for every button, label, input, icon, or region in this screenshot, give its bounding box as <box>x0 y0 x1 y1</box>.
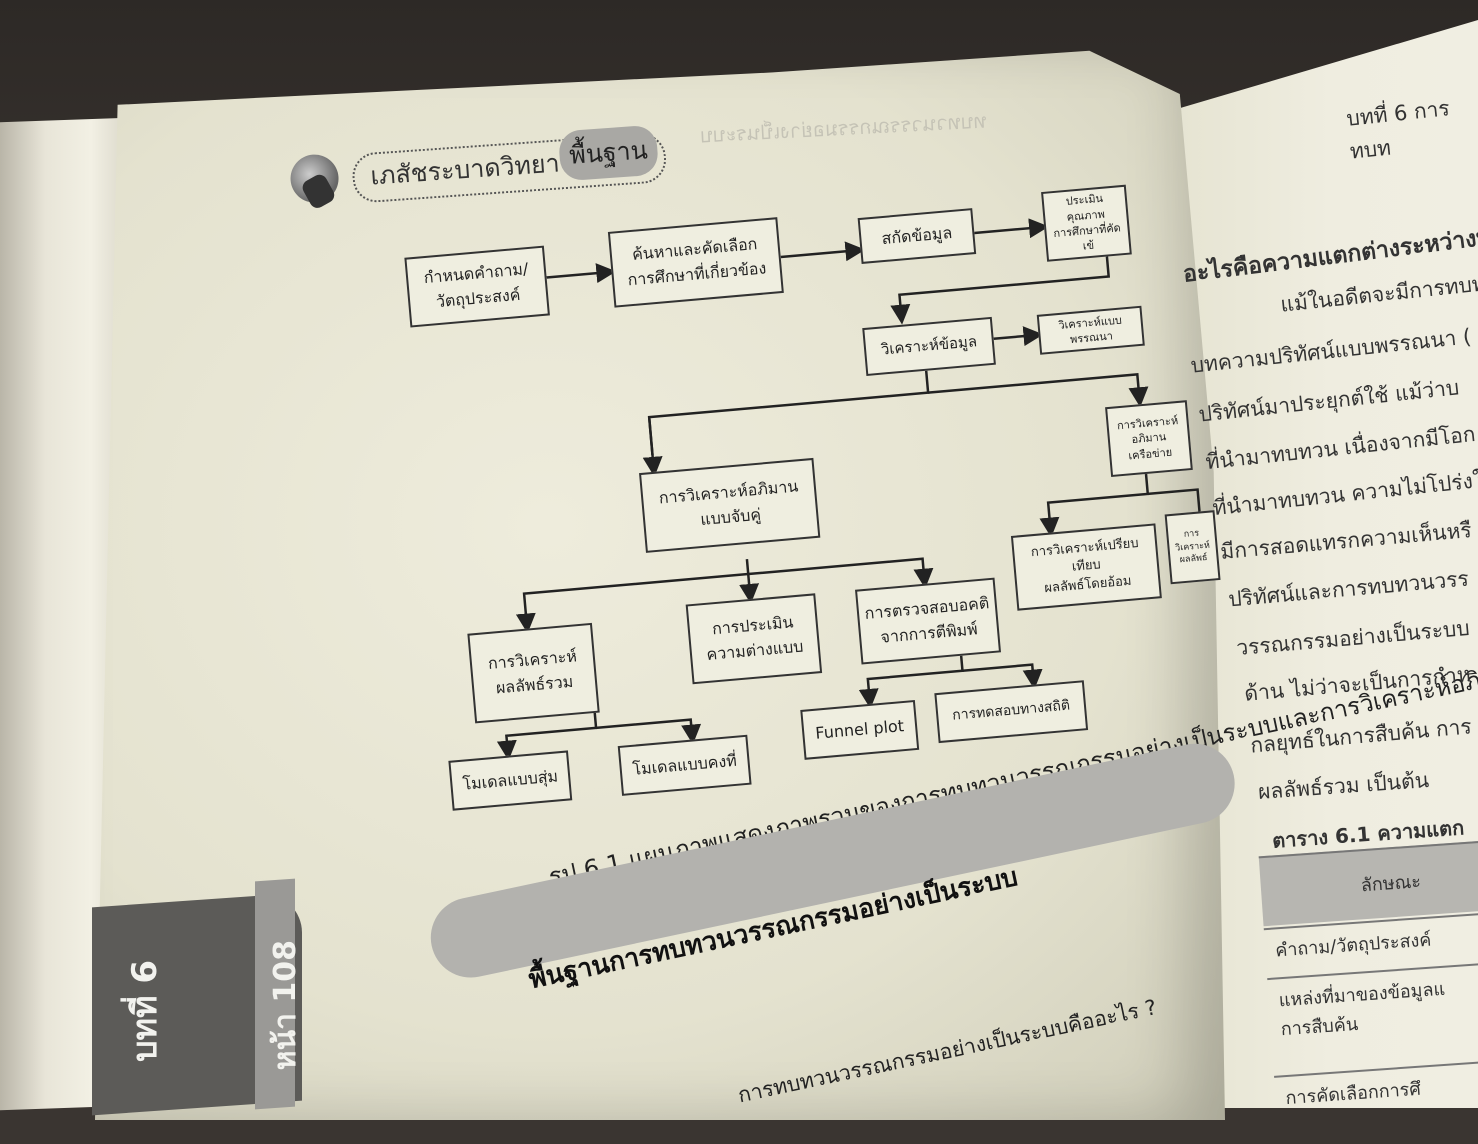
box-random-model: โมเดลแบบสุ่ม <box>448 750 573 811</box>
flowchart-connectors <box>496 218 1201 761</box>
table-header-cell: ลักษณะ <box>1258 838 1478 927</box>
box-indirect-comparison: การวิเคราะห์เปรียบเทียบผลลัพธ์โดยอ้อม <box>1010 523 1162 611</box>
brand-tag: พื้นฐาน <box>557 124 660 182</box>
box-network-meta: การวิเคราะห์อภิมานเครือข่าย <box>1105 400 1193 478</box>
box-mixed-comparison: การวิเคราะห์ผลลัพธ์ <box>1164 510 1221 585</box>
table-cell: แหล่งที่มาของข้อมูลแการสืบค้น <box>1267 959 1478 1074</box>
box-quality-assessment: ประเมินคุณภาพการศึกษาที่คัดเข้ <box>1041 184 1132 262</box>
box-define-question: กำหนดคำถาม/วัตถุประสงค์ <box>404 245 550 328</box>
running-head: บทที่ 6 การทบท <box>1345 96 1451 164</box>
box-publication-bias: การตรวจสอบอคติจากการตีพิมพ์ <box>855 577 1002 665</box>
box-pairwise-meta: การวิเคราะห์อภิมานแบบจับคู่ <box>639 457 821 553</box>
flowchart-figure: กำหนดคำถาม/วัตถุประสงค์ ค้นหาและคัดเลือก… <box>400 136 1282 836</box>
box-heterogeneity: การประเมินความต่างแบบ <box>685 593 823 685</box>
box-funnel-plot: Funnel plot <box>800 700 920 760</box>
box-search-select: ค้นหาและคัดเลือกการศึกษาที่เกี่ยวข้อง <box>607 217 784 308</box>
box-pooled-analysis: การวิเคราะห์ผลลัพธ์รวม <box>467 622 600 724</box>
page-number-tab: หน้า 108 <box>268 940 303 1071</box>
comparison-table: ลักษณะ คำถาม/วัตถุประสงค์ แหล่งที่มาของข… <box>1258 826 1478 1143</box>
chapter-tab-label: บทที่ 6 <box>125 960 165 1062</box>
